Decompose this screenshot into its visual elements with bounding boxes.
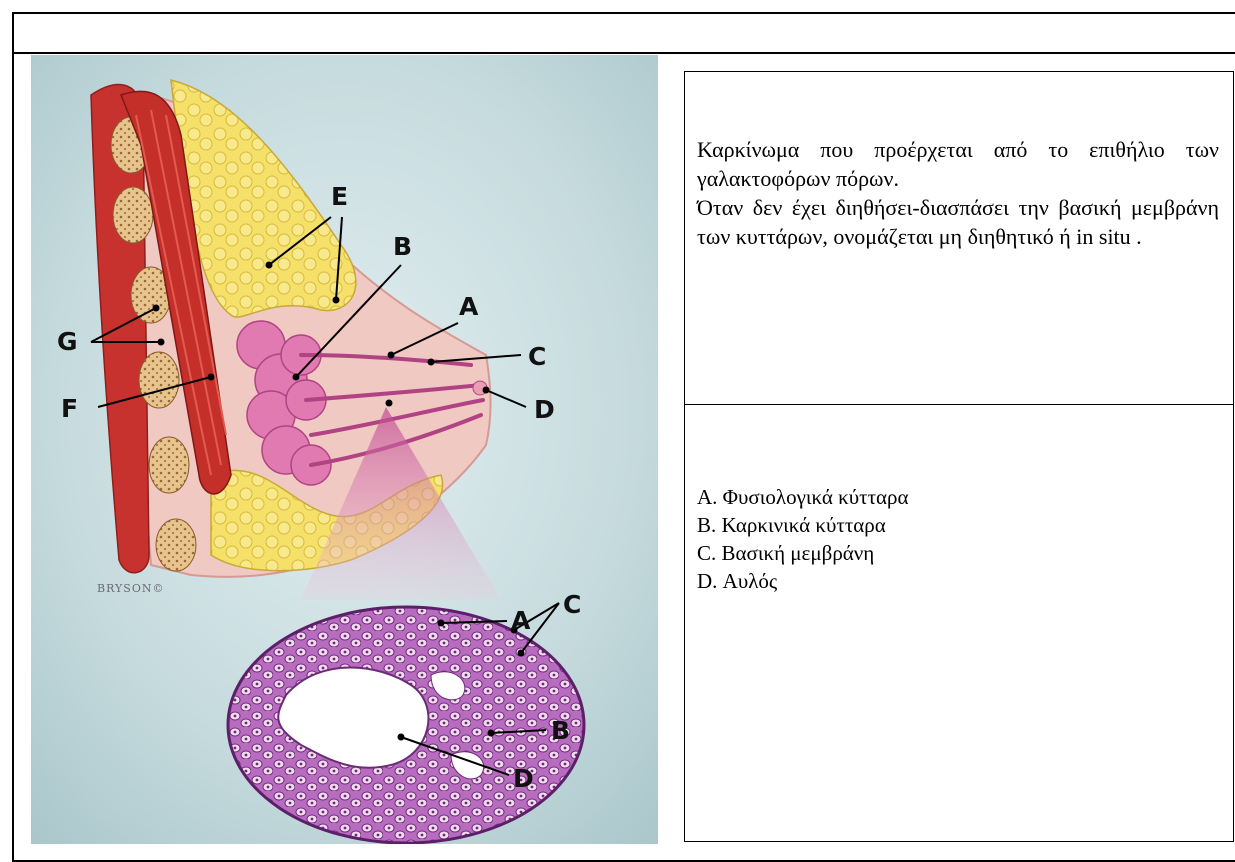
label-E: E — [331, 182, 348, 211]
description-box: Καρκίνωμα που προέρχεται από το επιθήλιο… — [684, 71, 1234, 405]
label-A-section: A — [511, 606, 531, 635]
legend-item-a: A. Φυσιολογικά κύτταρα — [697, 483, 909, 511]
legend-item-d: D. Αυλός — [697, 567, 909, 595]
label-C-section: C — [563, 590, 581, 619]
header-rule — [12, 52, 1235, 54]
description-text: Καρκίνωμα που προέρχεται από το επιθήλιο… — [697, 135, 1219, 251]
label-C: C — [528, 342, 546, 371]
legend-item-c: C. Βασική μεμβράνη — [697, 539, 909, 567]
label-A: A — [459, 292, 479, 321]
illustration-credit: BRYSON© — [97, 582, 164, 595]
legend-item-b: B. Καρκινικά κύτταρα — [697, 511, 909, 539]
label-D-section: D — [513, 764, 534, 793]
label-B-section: B — [551, 716, 570, 745]
label-B: B — [393, 232, 412, 261]
legend-list: A. Φυσιολογικά κύτταρα B. Καρκινικά κύττ… — [697, 483, 909, 595]
legend-box: A. Φυσιολογικά κύτταρα B. Καρκινικά κύττ… — [684, 404, 1234, 842]
description-line-2: Όταν δεν έχει διηθήσει-διασπάσει την βασ… — [697, 193, 1219, 251]
label-G: G — [57, 327, 78, 356]
description-line-1: Καρκίνωμα που προέρχεται από το επιθήλιο… — [697, 135, 1219, 193]
label-D: D — [534, 395, 555, 424]
breast-anatomy-illustration: E B A G C F D A C B D BRYSON© — [31, 55, 658, 844]
label-F: F — [61, 394, 78, 423]
